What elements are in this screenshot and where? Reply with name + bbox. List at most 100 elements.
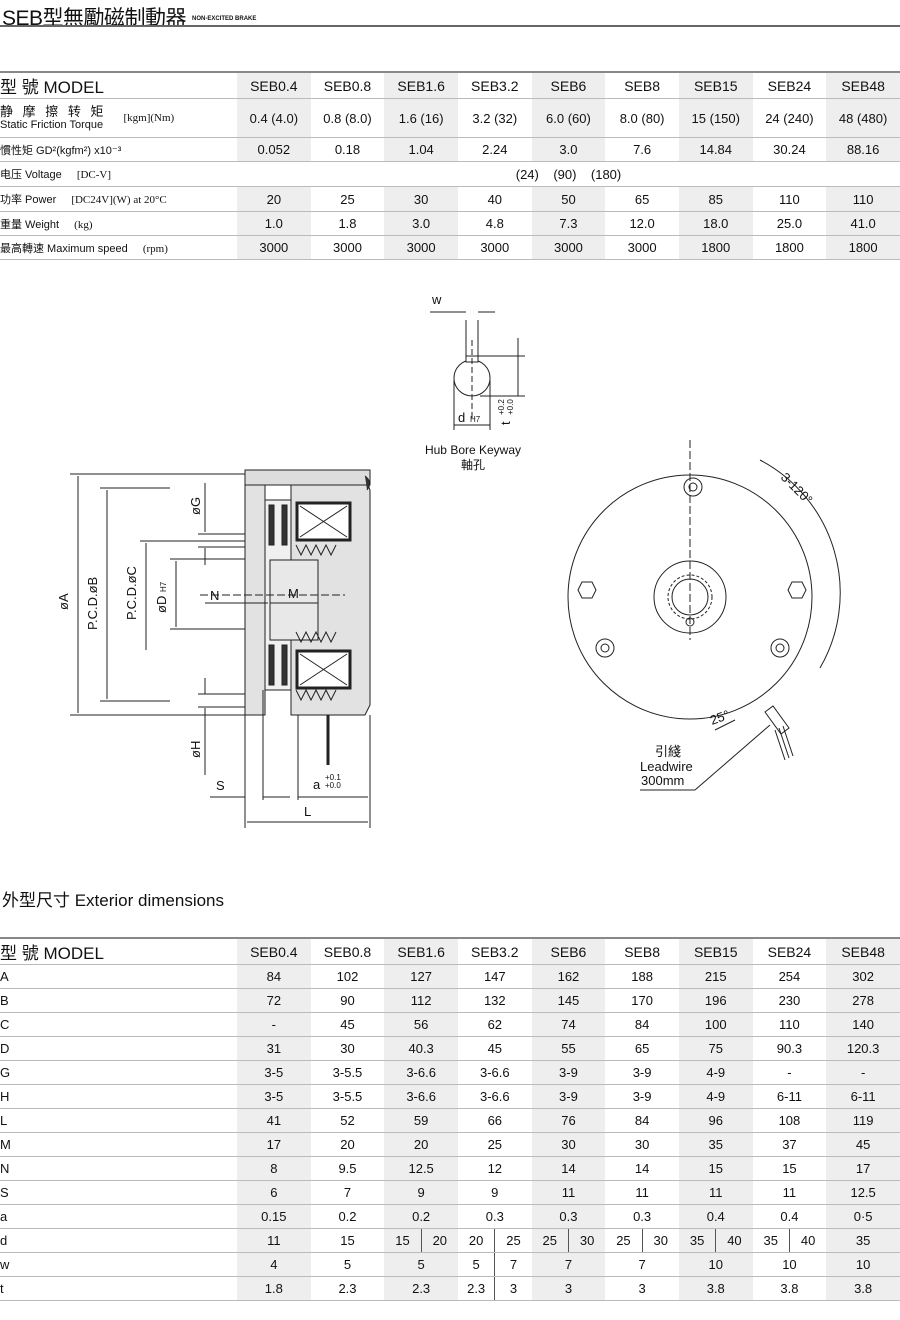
- split-value: 20: [468, 1233, 484, 1248]
- model-header: SEB1.6: [384, 71, 458, 99]
- dim-M-label: M: [288, 586, 299, 601]
- table-cell: 11: [752, 1180, 827, 1205]
- table-cell: 5: [310, 1252, 385, 1277]
- dim-A-label: øA: [56, 593, 71, 610]
- table-cell: 31: [237, 1036, 311, 1061]
- table-cell: 25: [310, 186, 385, 212]
- table-cell: 12.5: [826, 1180, 900, 1205]
- split-value: 7: [494, 1253, 531, 1276]
- table-cell: 4-9: [678, 1060, 753, 1085]
- table-cell: 75: [678, 1036, 753, 1061]
- table-cell: 0.052: [237, 137, 311, 162]
- table-cell: 3.0: [531, 137, 606, 162]
- table-cell: 120.3: [826, 1036, 900, 1061]
- dim-B-label: P.C.D.øB: [85, 577, 100, 630]
- row-label: t: [0, 1276, 237, 1301]
- row-label: L: [0, 1108, 237, 1133]
- table-cell: 3000: [310, 235, 385, 260]
- table-cell: 1.04: [384, 137, 458, 162]
- row-label: D: [0, 1036, 237, 1061]
- table-cell: 108: [752, 1108, 827, 1133]
- table-cell: 90.3: [752, 1036, 827, 1061]
- table-cell: 76: [531, 1108, 606, 1133]
- table-cell: 254: [752, 964, 827, 989]
- table-cell: 2.3: [310, 1276, 385, 1301]
- table-cell: 84: [605, 1012, 679, 1037]
- table-cell: 6: [237, 1180, 311, 1205]
- row-label: 电压 Voltage [DC-V]: [0, 161, 237, 187]
- leadwire-en-label: Leadwire: [640, 759, 693, 774]
- table-cell: 10: [826, 1252, 900, 1277]
- table-cell: 10: [678, 1252, 753, 1277]
- table-cell: 72: [237, 988, 311, 1013]
- table-cell: 112: [384, 988, 458, 1013]
- table-cell: 66: [457, 1108, 532, 1133]
- table-cell: 15 (150): [678, 98, 753, 138]
- table-cell: 7: [605, 1252, 679, 1277]
- voltage-values: (24) (90) (180): [237, 161, 900, 187]
- table-cell: 145: [531, 988, 606, 1013]
- split-value: 30: [641, 1229, 679, 1252]
- table-cell: 14: [531, 1156, 606, 1181]
- table-cell: 3000: [605, 235, 679, 260]
- dim-H-label: øH: [188, 741, 203, 758]
- keyway-w-label: w: [431, 292, 442, 307]
- dim-a-tol-upper: +0.1: [325, 773, 341, 782]
- table-cell: 127: [384, 964, 458, 989]
- row-label: w: [0, 1252, 237, 1277]
- dim-L-label: L: [304, 804, 311, 819]
- table-cell: 10: [752, 1252, 827, 1277]
- dim-a-tol-lower: +0.0: [325, 781, 341, 790]
- table-cell: 0.4: [752, 1204, 827, 1229]
- table-cell: 4: [237, 1252, 311, 1277]
- split-value: 25: [542, 1233, 558, 1248]
- table-cell: 0.4: [678, 1204, 753, 1229]
- table-cell: 3-5: [237, 1060, 311, 1085]
- title-subtitle: NON-EXCITED BRAKE: [192, 16, 257, 23]
- table-cell: 11: [678, 1180, 753, 1205]
- table-cell: 147: [457, 964, 532, 989]
- table-cell: 5: [384, 1252, 458, 1277]
- row-label: H: [0, 1084, 237, 1109]
- table-cell: 170: [605, 988, 679, 1013]
- table-cell: 140: [826, 1012, 900, 1037]
- table-cell: 35: [826, 1228, 900, 1253]
- keyway-t-tol-upper: +0.2: [497, 399, 506, 415]
- table-cell: 278: [826, 988, 900, 1013]
- table-cell: 55: [531, 1036, 606, 1061]
- table-cell: 3: [605, 1276, 679, 1301]
- model-header: SEB48: [826, 937, 900, 965]
- table-cell: 9: [384, 1180, 458, 1205]
- table-cell: 62: [457, 1012, 532, 1037]
- table-cell: 15: [678, 1156, 753, 1181]
- table-cell: 15: [752, 1156, 827, 1181]
- model-header: SEB0.8: [310, 71, 385, 99]
- table-cell: 30: [384, 186, 458, 212]
- table-cell: 4-9: [678, 1084, 753, 1109]
- table-cell: 25: [457, 1132, 532, 1157]
- table-cell: 0.2: [310, 1204, 385, 1229]
- table-cell: 20: [384, 1132, 458, 1157]
- split-value: 35: [689, 1233, 705, 1248]
- keyway-diagram: [430, 311, 525, 430]
- model-header: SEB8: [605, 937, 679, 965]
- table-cell: 100: [678, 1012, 753, 1037]
- table-cell: 30: [310, 1036, 385, 1061]
- table-cell: 59: [384, 1108, 458, 1133]
- table-cell: 215: [678, 964, 753, 989]
- row-unit: (rpm): [142, 242, 168, 255]
- dim-C-label: P.C.D.øC: [124, 566, 139, 620]
- table-cell: -: [752, 1060, 827, 1085]
- table-cell: 41.0: [826, 211, 900, 236]
